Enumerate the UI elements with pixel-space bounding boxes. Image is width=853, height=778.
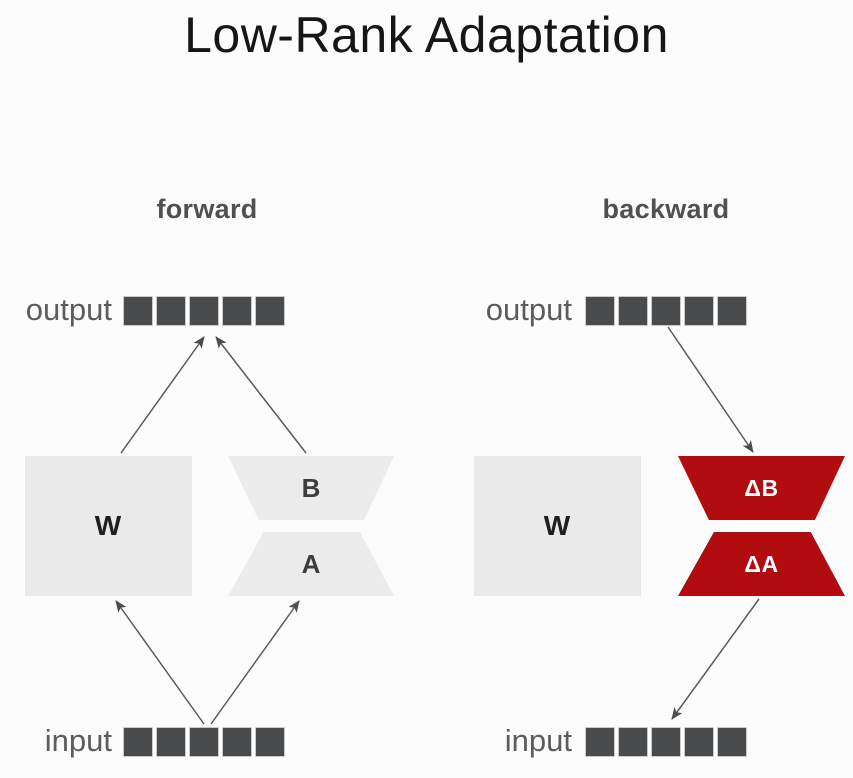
vector-cell [123, 296, 153, 326]
vector-cell [618, 296, 648, 326]
forward-output-label: output [25, 292, 112, 327]
arrow-delta-a-to-input [671, 598, 760, 720]
vector-cell [255, 296, 285, 326]
vector-cell [255, 727, 285, 757]
vector-cell [618, 727, 648, 757]
page-title: Low-Rank Adaptation [184, 7, 669, 63]
backward-input-vector [585, 727, 747, 757]
backward-heading: backward [602, 194, 730, 224]
forward-input-label: input [44, 723, 112, 758]
backward-weight-matrix: W [474, 456, 641, 596]
vector-cell [717, 296, 747, 326]
vector-cell [651, 727, 681, 757]
vector-cell [189, 296, 219, 326]
vector-cell [651, 296, 681, 326]
forward-heading: forward [156, 194, 258, 224]
arrow-output-to-delta-b [667, 326, 754, 453]
backward-output-label: output [485, 292, 572, 327]
forward-input-vector [123, 727, 285, 757]
vector-cell [585, 727, 615, 757]
vector-cell [123, 727, 153, 757]
forward-weight-matrix: W [25, 456, 192, 596]
vector-cell [684, 727, 714, 757]
vector-cell [222, 727, 252, 757]
vector-cell [585, 296, 615, 326]
arrow-input-to-a [210, 600, 300, 725]
forward-matrix-b: B [228, 456, 394, 520]
vector-cell [684, 296, 714, 326]
arrow-input-to-w [115, 600, 205, 725]
vector-cell [156, 727, 186, 757]
vector-cell [222, 296, 252, 326]
arrow-w-to-output [120, 336, 205, 454]
vector-cell [156, 296, 186, 326]
vector-cell [189, 727, 219, 757]
backward-input-label: input [504, 723, 572, 758]
backward-output-vector [585, 296, 747, 326]
arrow-b-to-output [215, 336, 307, 454]
vector-cell [717, 727, 747, 757]
forward-output-vector [123, 296, 285, 326]
backward-matrix-delta-b: ΔB [678, 456, 845, 520]
